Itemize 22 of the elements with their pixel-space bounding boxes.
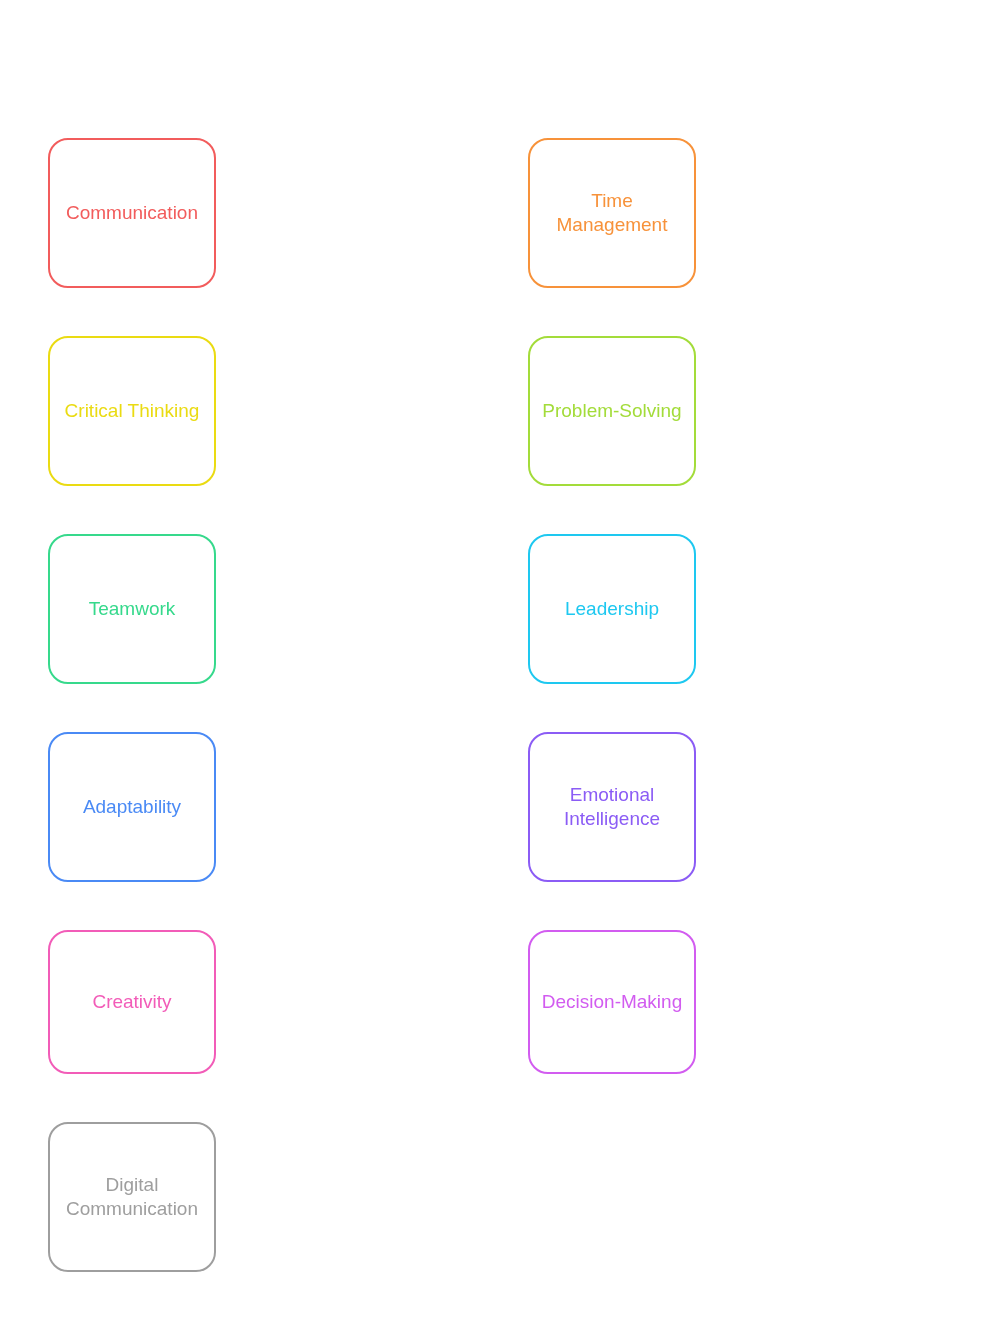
skill-label: Critical Thinking: [64, 399, 200, 423]
skill-label: Communication: [66, 201, 198, 225]
skill-box: [528, 930, 696, 1074]
skill-box: [528, 534, 696, 684]
skill-label: Decision-Making: [541, 990, 683, 1014]
skill-box: [48, 138, 216, 288]
skill-box: [48, 930, 216, 1074]
skill-box: [48, 336, 216, 486]
skill-label: Problem-Solving: [542, 399, 682, 423]
skill-label: Digital Communication: [65, 1173, 199, 1221]
skill-box: [528, 732, 696, 882]
skill-box: [48, 1122, 216, 1272]
skill-label: Adaptability: [82, 795, 182, 819]
skill-label: Emotional Intelligence: [562, 783, 662, 831]
skill-box: [48, 732, 216, 882]
skill-box: [528, 336, 696, 486]
skill-box: [48, 534, 216, 684]
skill-label: Creativity: [92, 990, 172, 1014]
skill-label: Teamwork: [88, 597, 176, 621]
skill-box: [528, 138, 696, 288]
skill-label: Time Management: [555, 189, 669, 237]
skill-label: Leadership: [565, 597, 659, 621]
